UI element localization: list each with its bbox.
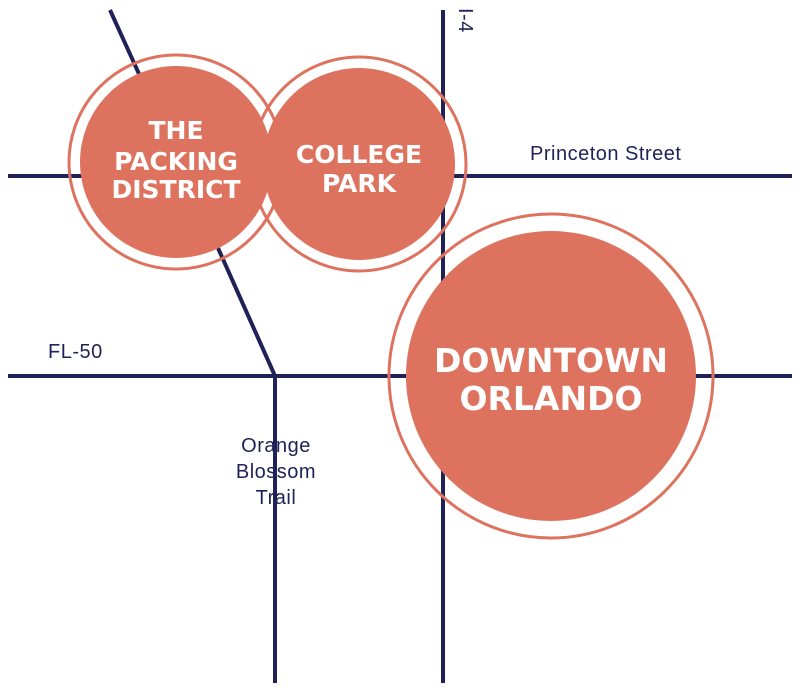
packing-district-marker <box>80 66 272 258</box>
district-college-park[interactable]: COLLEGE PARK <box>250 55 468 273</box>
college-park-label-line-2: PARK <box>322 169 398 198</box>
packing-district-label-line-1: THE <box>148 116 203 145</box>
downtown-orlando-label-line-1: DOWNTOWN <box>434 341 668 380</box>
college-park-marker <box>263 68 455 260</box>
obt-label-line-1: Orange <box>241 435 311 457</box>
downtown-orlando-label-line-2: ORLANDO <box>459 379 642 418</box>
fl-50-label: FL-50 <box>48 341 103 363</box>
college-park-ring <box>250 55 468 273</box>
obt-label-line-3: Trail <box>256 487 297 509</box>
district-the-packing-district[interactable]: THE PACKING DISTRICT <box>67 53 285 271</box>
district-downtown-orlando[interactable]: DOWNTOWN ORLANDO <box>387 212 715 540</box>
college-park-label-line-1: COLLEGE <box>296 140 422 169</box>
packing-district-label-line-3: DISTRICT <box>111 175 240 204</box>
princeton-street-label: Princeton Street <box>530 143 681 165</box>
downtown-orlando-ring <box>387 212 715 540</box>
downtown-orlando-marker <box>406 231 696 521</box>
obt-label-line-2: Blossom <box>236 461 316 483</box>
packing-district-label-line-2: PACKING <box>114 147 238 176</box>
i-4-label: I-4 <box>454 8 476 33</box>
orange-blossom-trail-label: Orange Blossom Trail <box>236 435 316 509</box>
